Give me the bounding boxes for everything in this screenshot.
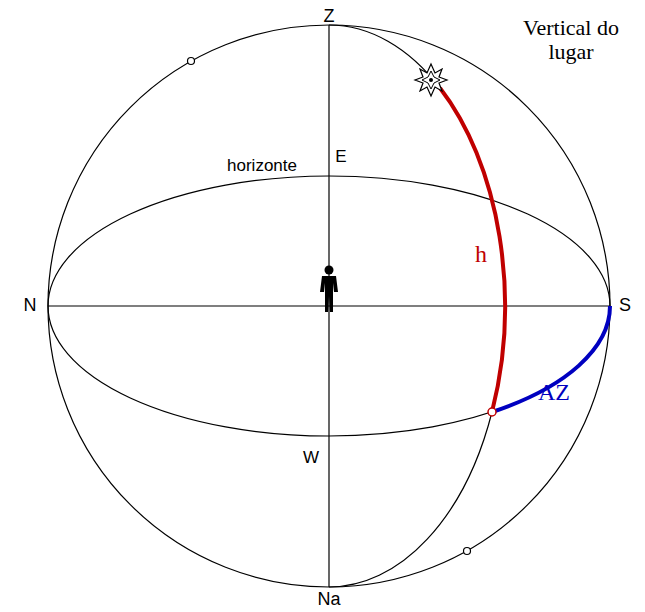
- pole-marker: [188, 58, 195, 65]
- vertical-circle: [329, 412, 492, 587]
- west-label: W: [303, 449, 319, 468]
- north-label: N: [24, 296, 37, 316]
- zenith-label: Z: [324, 7, 335, 27]
- east-label: E: [335, 148, 346, 167]
- vertical-title: Vertical do lugar: [516, 16, 626, 64]
- nadir-label: Na: [317, 590, 340, 610]
- horizon-point: [488, 408, 496, 416]
- zenith-nadir-line: [328, 25, 329, 587]
- horizon-label: horizonte: [227, 157, 297, 176]
- azimuth-arc: [492, 306, 610, 412]
- sphere-outline: [48, 25, 610, 587]
- azimuth-label: AZ: [538, 379, 570, 405]
- observer-figure: [320, 266, 338, 313]
- star-symbol: [415, 64, 447, 96]
- altitude-arc: [440, 88, 505, 412]
- pole-marker: [464, 548, 471, 555]
- south-label: S: [619, 296, 631, 316]
- altitude-label: h: [475, 241, 487, 267]
